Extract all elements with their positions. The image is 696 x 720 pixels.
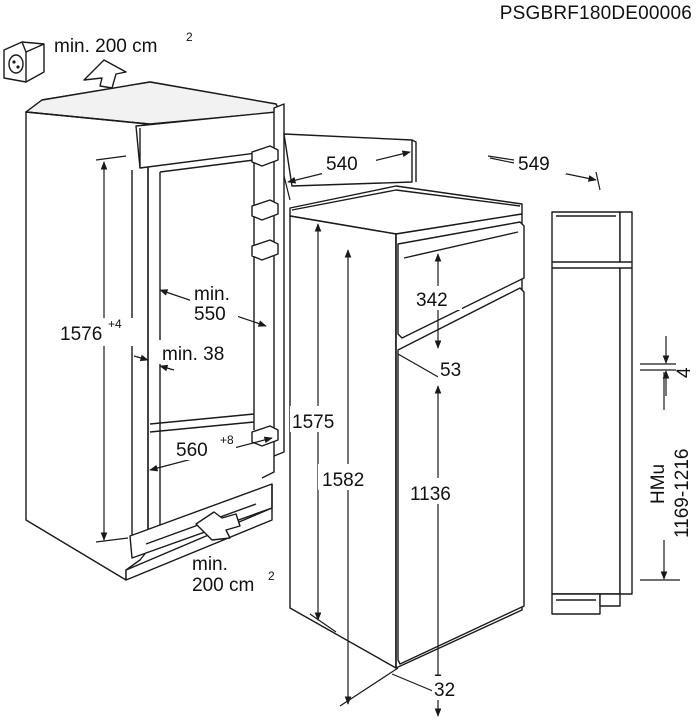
svg-text:1576: 1576 [60, 324, 102, 345]
svg-text:1169-1216: 1169-1216 [672, 449, 693, 538]
svg-text:1136: 1136 [410, 484, 451, 505]
appliance-depth-dimension: 540 [283, 150, 411, 201]
svg-text:550: 550 [194, 304, 226, 325]
hmu-dimension: HMu 1169-1216 [640, 372, 693, 581]
drawing-code: PSGBRF180DE00006 [500, 3, 692, 24]
svg-text:+4: +4 [108, 317, 122, 331]
svg-text:53: 53 [440, 360, 461, 381]
hinges [251, 145, 279, 447]
svg-text:1582: 1582 [322, 470, 364, 491]
niche-height-dimension: 1576 +4 [58, 155, 136, 543]
svg-text:+8: +8 [220, 433, 234, 447]
svg-text:200 cm: 200 cm [192, 575, 254, 596]
door-side-profile [551, 211, 633, 615]
appliance-body-height-dimension: 1575 [290, 223, 348, 633]
freezer-door-height-dimension: 342 [414, 253, 462, 349]
svg-text:min. 200 cm: min. 200 cm [54, 36, 157, 57]
svg-text:HMu: HMu [648, 464, 669, 504]
side-gap-dimension: min. 38 [133, 340, 244, 372]
top-ventilation-label: min. 200 cm 2 [54, 30, 193, 57]
svg-text:min.: min. [192, 554, 228, 575]
niche-depth-dimension: min. 550 [159, 284, 267, 327]
svg-text:1575: 1575 [292, 412, 334, 433]
airflow-bottom-arrow-icon [195, 511, 241, 541]
svg-text:560: 560 [176, 440, 208, 461]
airflow-up-arrow-icon [83, 59, 127, 89]
fridge-door [397, 287, 525, 665]
svg-text:2: 2 [186, 30, 193, 44]
power-socket-icon [3, 41, 45, 83]
door-gap-dimension: 53 [397, 353, 472, 381]
niche-width-dimension: 560 +8 [149, 433, 273, 472]
svg-text:min. 38: min. 38 [162, 344, 224, 365]
svg-text:342: 342 [416, 290, 448, 311]
svg-text:2: 2 [268, 569, 275, 583]
svg-text:min.: min. [194, 284, 230, 305]
door-detail-gap-dimension: 4 [640, 336, 695, 396]
appliance-total-depth-dimension: 549 [487, 150, 601, 191]
svg-text:540: 540 [326, 154, 358, 175]
fridge-door-height-dimension: 1136 [406, 385, 468, 683]
svg-text:4: 4 [674, 367, 695, 378]
appliance-total-height-dimension: 1582 [318, 249, 399, 707]
svg-text:549: 549 [518, 154, 550, 175]
bottom-dimension: 32 [391, 673, 466, 717]
svg-text:32: 32 [434, 680, 455, 701]
bottom-ventilation-label: min. 200 cm 2 [192, 554, 275, 596]
